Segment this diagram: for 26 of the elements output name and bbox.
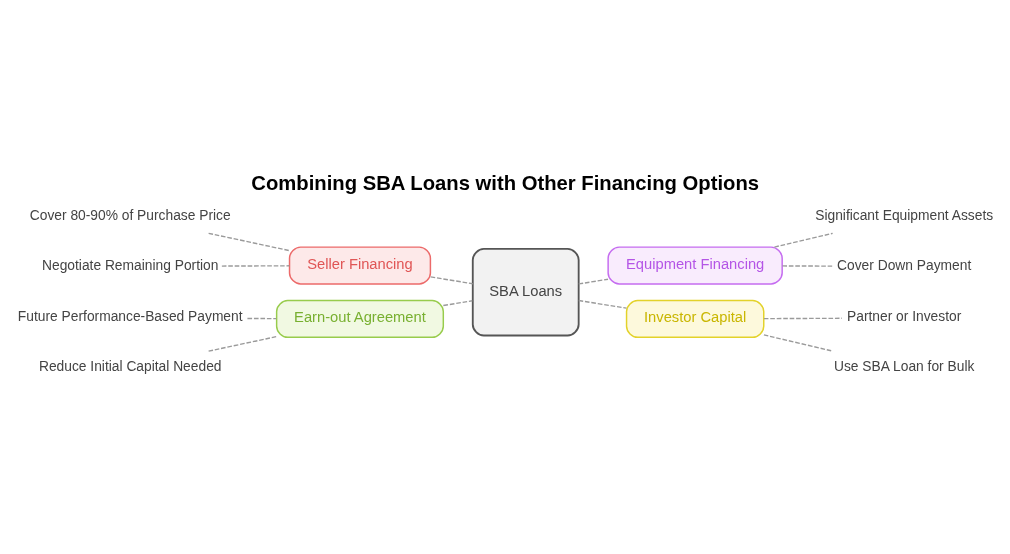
node-box: Equipment Financing (607, 245, 783, 285)
connector (763, 333, 834, 352)
node-text: Significant Equipment Assets (815, 206, 994, 223)
diagram-title: Combining SBA Loans with Other Financing Options (251, 171, 760, 194)
connector (207, 335, 277, 352)
connector (246, 317, 278, 319)
node-text: Partner or Investor (847, 307, 962, 324)
node-text: Cover 80-90% of Purchase Price (29, 206, 231, 223)
connector (221, 264, 291, 267)
connector (207, 232, 291, 251)
node-box: SBA Loans (471, 247, 580, 336)
node-box: Earn-out Agreement (275, 299, 445, 338)
node-text: Negotiate Remaining Portion (42, 256, 219, 273)
node-box: Seller Financing (288, 245, 432, 285)
connector (763, 317, 843, 319)
connector (578, 299, 628, 309)
node-text: Cover Down Payment (837, 256, 972, 273)
node-text: Use SBA Loan for Bulk (834, 357, 975, 374)
connector (781, 264, 834, 267)
node-text: Reduce Initial Capital Needed (38, 357, 222, 374)
node-text: Future Performance-Based Payment (17, 307, 243, 324)
connector (578, 278, 609, 285)
node-box: Investor Capital (625, 299, 765, 338)
connector (773, 232, 834, 248)
connector (429, 275, 474, 284)
connector (442, 299, 474, 306)
